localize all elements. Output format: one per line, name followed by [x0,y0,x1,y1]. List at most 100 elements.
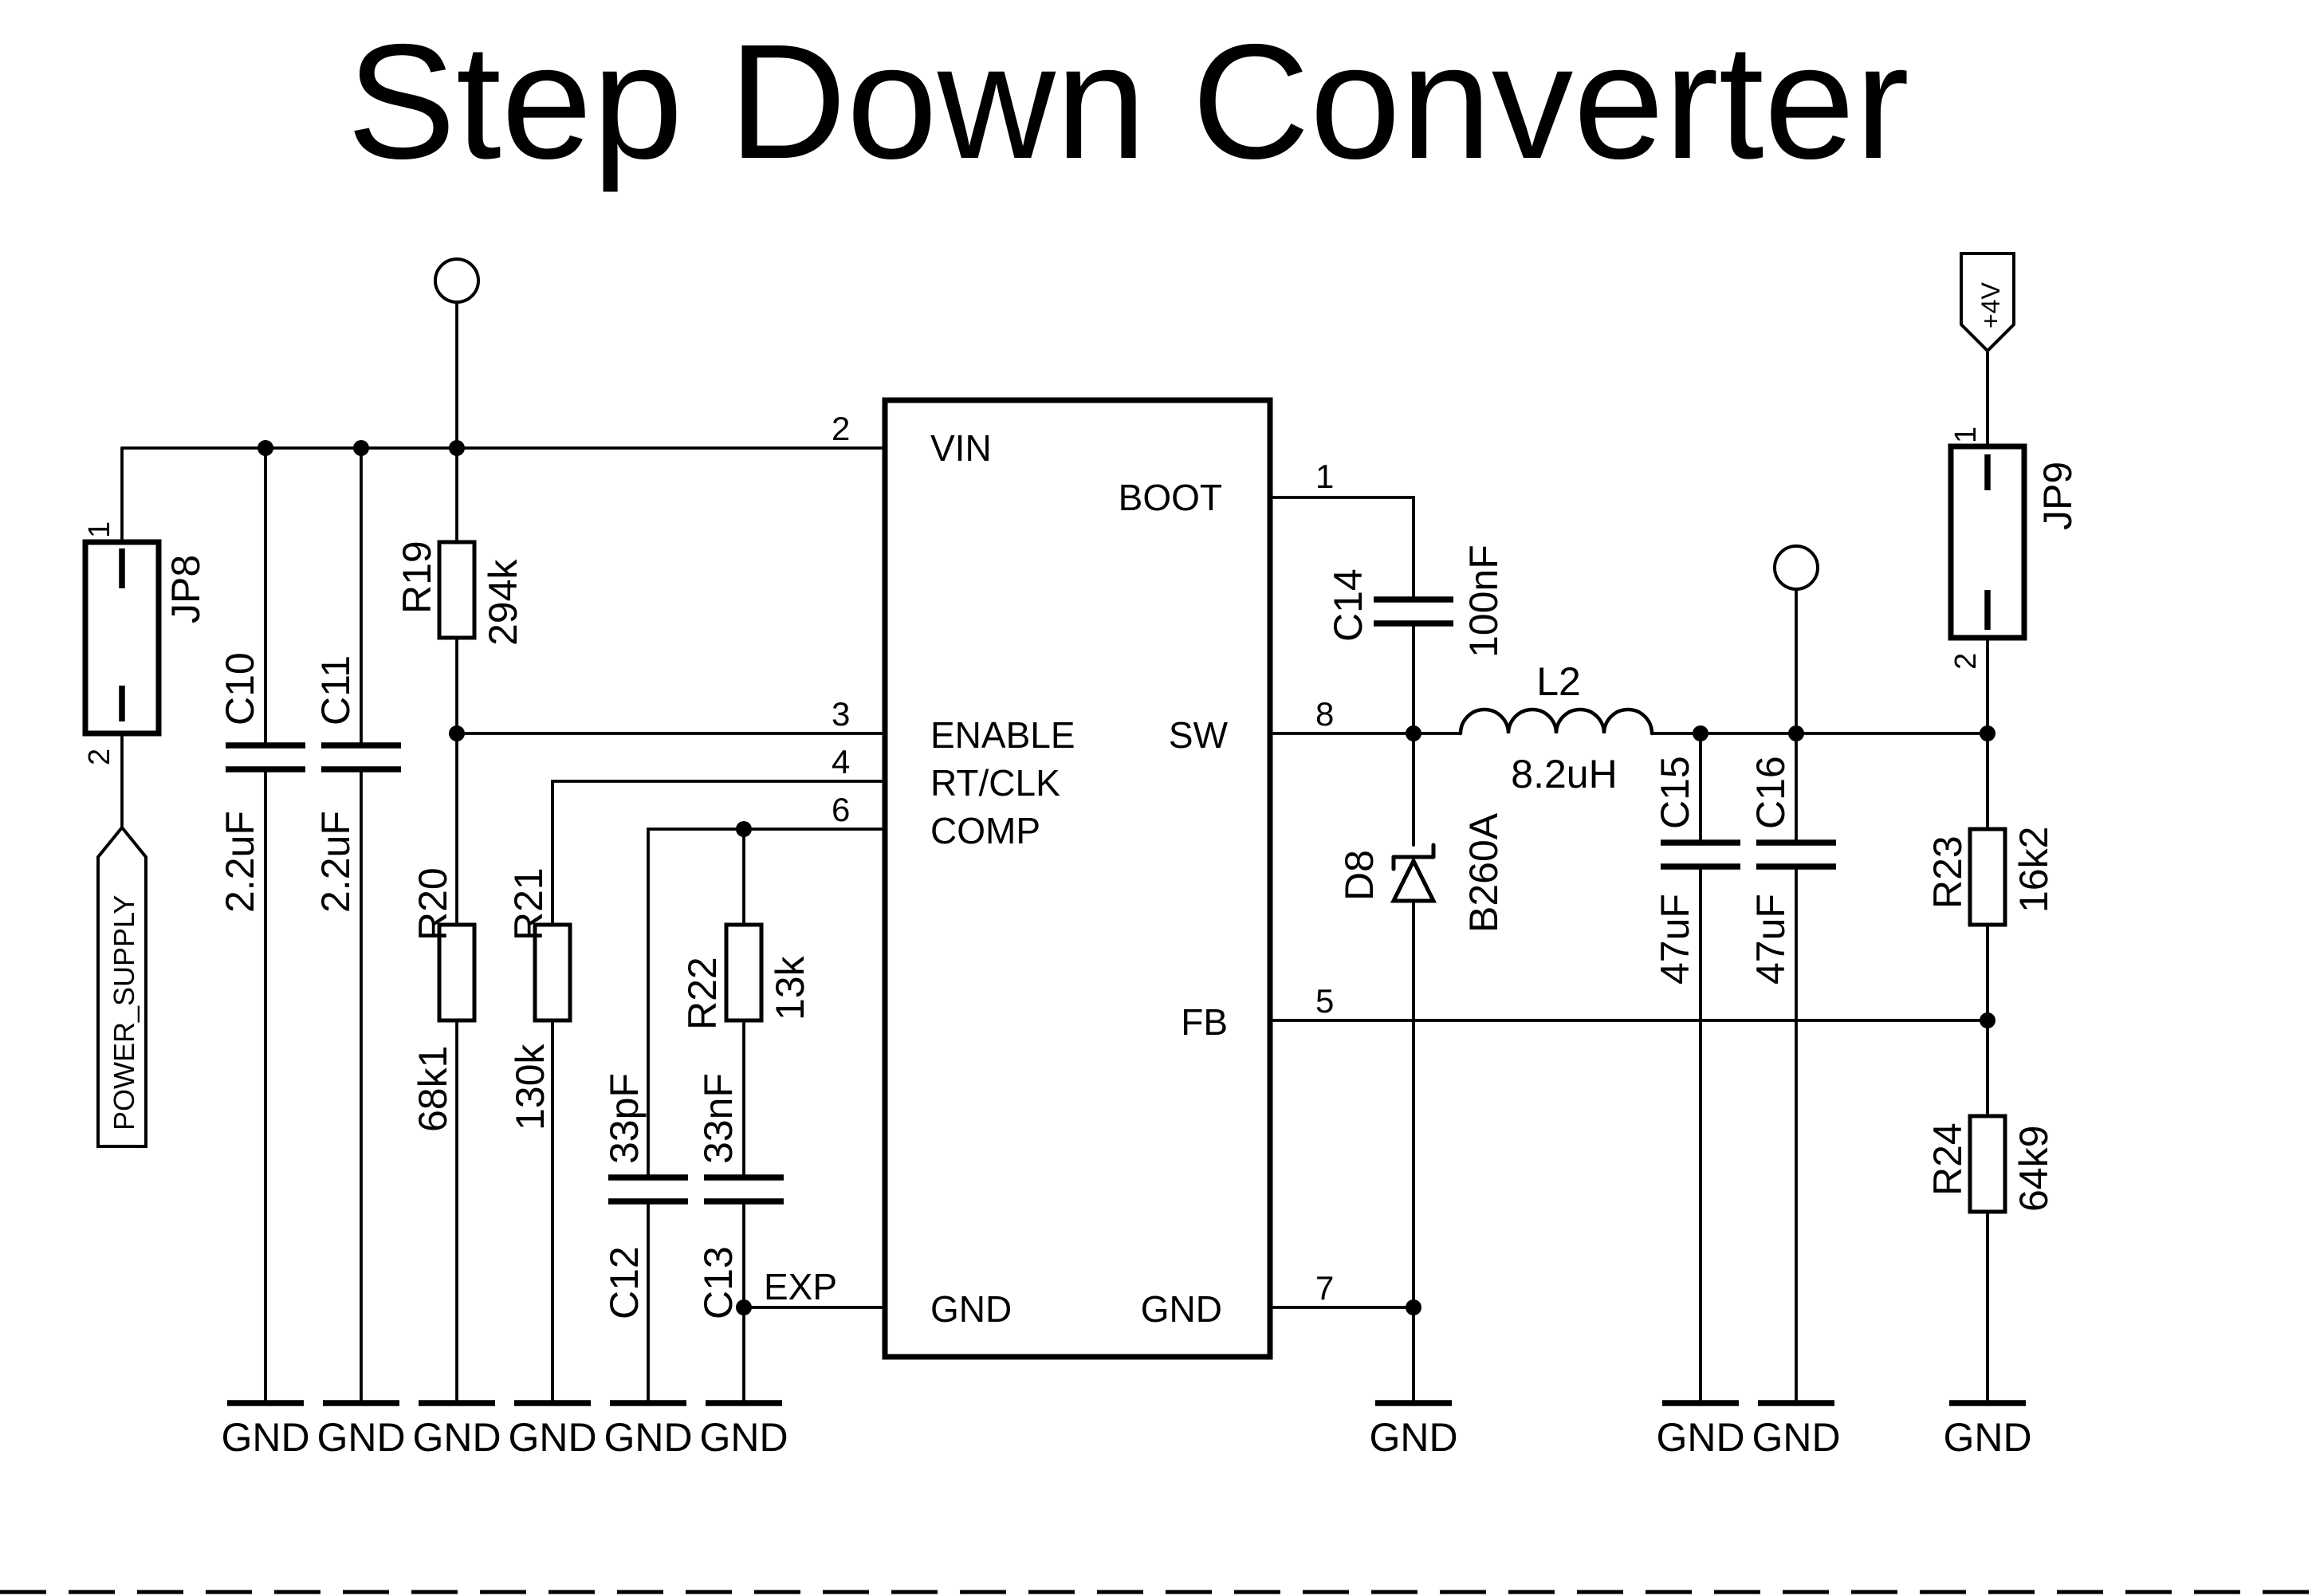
jp8-pin1: 1 [83,521,116,538]
svg-text:68k1: 68k1 [411,1046,455,1132]
svg-text:8.2uH: 8.2uH [1511,752,1617,796]
test-point-vin [434,257,480,304]
page-title: Step Down Converter [347,10,1909,193]
gnd-symbol: GND [699,1400,788,1460]
svg-text:B260A: B260A [1461,812,1506,933]
svg-text:33nF: 33nF [696,1073,741,1164]
svg-text:130k: 130k [508,1044,552,1130]
gnd-symbol: GND [317,1400,406,1460]
svg-text:R22: R22 [680,957,725,1030]
svg-text:R20: R20 [411,867,455,941]
pin-number-2: 2 [832,410,850,447]
svg-text:R23: R23 [1925,835,1970,909]
svg-text:L2: L2 [1536,659,1581,704]
gnd-symbol: GND [1752,1400,1841,1460]
capacitor-c13: 33nF C13 [696,1073,784,1319]
gnd-label: GND [317,1415,405,1460]
capacitor-c16: C16 47uF [1748,756,1836,985]
svg-text:64k9: 64k9 [2011,1126,2056,1212]
ic-pin-gnd-right: GND [1141,1288,1222,1330]
svg-text:33pF: 33pF [602,1073,647,1164]
svg-text:R21: R21 [506,867,551,941]
connector-jp9: 1 2 JP9 [1948,427,2080,670]
pin-number-4: 4 [832,743,850,780]
converter-ic: VIN ENABLE RT/CLK COMP GND BOOT SW FB GN… [764,397,1334,1360]
gnd-symbol: GND [1369,1400,1458,1460]
pin-number-7: 7 [1315,1269,1334,1307]
resistor-r19: R19 294k [395,540,525,646]
capacitor-c15: C15 47uF [1653,756,1740,985]
pin-number-1: 1 [1315,458,1334,495]
svg-text:C12: C12 [602,1246,647,1319]
pin-number-6: 6 [832,791,850,828]
plus-4v-label: +4V [1960,252,2015,353]
gnd-label: GND [221,1415,309,1460]
svg-text:R24: R24 [1925,1122,1970,1196]
svg-text:R19: R19 [395,541,439,614]
svg-text:100nF: 100nF [1461,544,1506,658]
svg-text:16k2: 16k2 [2011,827,2056,913]
resistor-r21: R21 130k [506,867,572,1130]
exp-label: EXP [764,1266,837,1307]
svg-text:2.2uF: 2.2uF [218,811,262,913]
svg-text:POWER_SUPPLY: POWER_SUPPLY [108,895,140,1130]
resistor-r20: R20 68k1 [411,867,477,1132]
resistor-r22: R22 13k [680,922,812,1030]
gnd-label: GND [1943,1415,2031,1460]
ic-pin-rtclk: RT/CLK [930,762,1060,804]
gnd-symbol: GND [221,1400,310,1460]
ic-pin-vin: VIN [930,427,992,469]
power-supply-label: POWER_SUPPLY [96,824,147,1148]
gnd-label: GND [1752,1415,1840,1460]
svg-text:47uF: 47uF [1653,894,1697,985]
jp8-ref: JP8 [163,555,208,623]
wires [120,301,1989,1405]
inductor-l2: L2 8.2uH [1458,659,1654,796]
gnd-symbol: GND [1656,1400,1745,1460]
gnd-label: GND [604,1415,692,1460]
gnd-symbol: GND [412,1400,501,1460]
ic-pin-gnd-left: GND [930,1288,1012,1330]
svg-text:C16: C16 [1748,756,1793,829]
gnd-label: GND [1369,1415,1457,1460]
svg-text:D8: D8 [1337,850,1382,901]
svg-text:C15: C15 [1653,756,1697,829]
pin-number-5: 5 [1315,982,1334,1020]
ic-pin-sw: SW [1169,714,1229,756]
ic-pin-enable: ENABLE [930,714,1075,756]
jp9-ref: JP9 [2035,462,2080,530]
jp9-pin2: 2 [1949,653,1983,670]
gnd-label: GND [1656,1415,1744,1460]
capacitor-c11: C11 2.2uF [313,655,401,913]
connector-jp8: 1 2 JP8 [82,521,208,765]
diode-d8: D8 B260A [1337,812,1506,933]
svg-text:C11: C11 [313,655,358,725]
ic-pin-comp: COMP [930,810,1040,851]
capacitor-c14: C14 100nF [1326,544,1506,658]
ic-pin-boot: BOOT [1119,477,1222,518]
jp9-pin1: 1 [1949,427,1983,443]
svg-text:2.2uF: 2.2uF [313,811,358,913]
gnd-symbol: GND [508,1400,597,1460]
resistor-r23: R23 16k2 [1925,827,2056,927]
gnd-label: GND [508,1415,596,1460]
svg-text:47uF: 47uF [1748,894,1793,985]
junctions [258,440,1995,1315]
svg-text:C10: C10 [218,652,262,725]
gnd-symbol: GND [1943,1400,2032,1460]
gnd-label: GND [699,1415,788,1460]
pin-number-8: 8 [1315,695,1334,733]
ic-pin-fb: FB [1181,1001,1228,1043]
svg-text:C13: C13 [696,1246,741,1319]
jp8-pin2: 2 [83,749,116,765]
pin-number-3: 3 [832,695,850,733]
gnd-symbol: GND [604,1400,693,1460]
test-point-out [1773,544,1819,591]
svg-text:294k: 294k [481,559,525,646]
svg-text:+4V: +4V [1976,282,2005,328]
gnd-label: GND [412,1415,501,1460]
svg-text:13k: 13k [768,955,812,1020]
capacitor-c12: 33pF C12 [602,1073,688,1319]
